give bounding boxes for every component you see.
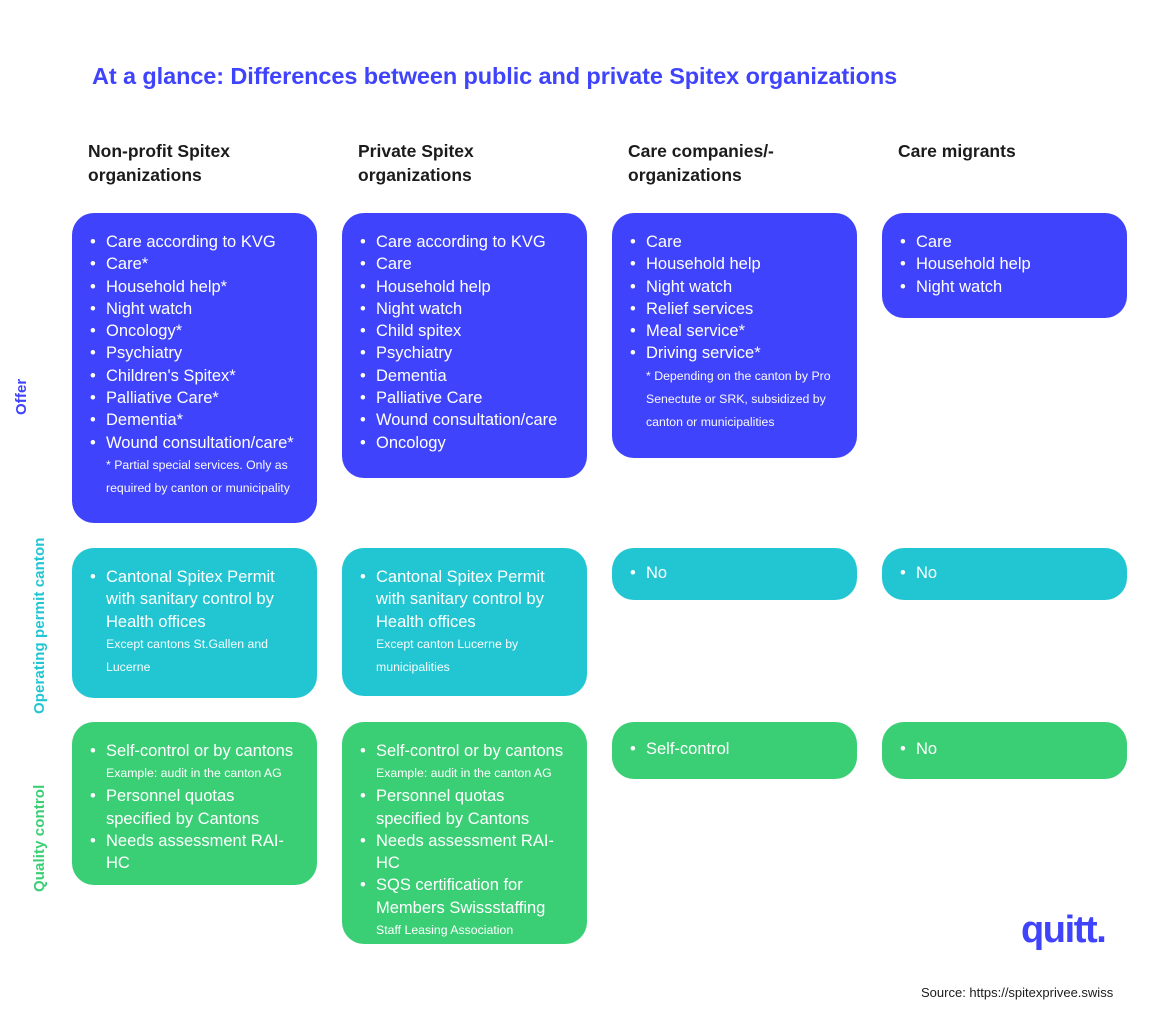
list-item: Self-control (630, 738, 839, 761)
list-item: Needs assessment RAI-HC (360, 830, 569, 875)
list-item: Household help (900, 253, 1109, 276)
list-item: Relief services (630, 298, 839, 321)
card-list: Cantonal Spitex Permit with sanitary con… (360, 566, 569, 633)
card-list: No (900, 562, 1109, 585)
card-list: No (900, 738, 1109, 761)
list-item: No (900, 562, 1109, 585)
card-care-migrants-row-2: No (882, 722, 1127, 779)
column-header-nonprofit-spitex: Non-profit Spitex organizations (88, 141, 230, 185)
card-list: Self-control (630, 738, 839, 761)
list-item: Care according to KVG (90, 231, 299, 254)
card-private-spitex-row-0: Care according to KVGCareHousehold helpN… (342, 213, 587, 478)
card-list: Care according to KVGCare*Household help… (90, 231, 299, 454)
row-label-quality-control: Quality control (31, 784, 48, 892)
list-item: Palliative Care (360, 387, 569, 410)
list-item: Night watch (90, 298, 299, 321)
quitt-logo: quitt. (1021, 909, 1107, 951)
card-list: No (630, 562, 839, 585)
list-item: Night watch (900, 276, 1109, 299)
card-list: CareHousehold helpNight watch (900, 231, 1109, 298)
list-item-note: Example: audit in the canton AG (106, 766, 282, 781)
list-item: Wound consultation/care* (90, 432, 299, 455)
card-care-companies-row-0: CareHousehold helpNight watchRelief serv… (612, 213, 857, 458)
list-item: Cantonal Spitex Permit with sanitary con… (90, 566, 299, 633)
list-item: Night watch (630, 276, 839, 299)
list-item: Oncology* (90, 320, 299, 343)
list-item: SQS certification for Members Swissstaff… (360, 874, 569, 942)
card-nonprofit-spitex-row-1: Cantonal Spitex Permit with sanitary con… (72, 548, 317, 698)
list-item: Care according to KVG (360, 231, 569, 254)
list-item: Psychiatry (360, 342, 569, 365)
list-item: Palliative Care* (90, 387, 299, 410)
list-item: Driving service* (630, 342, 839, 365)
list-item: Care (360, 253, 569, 276)
list-item: Night watch (360, 298, 569, 321)
list-item: Dementia (360, 365, 569, 388)
list-item: Psychiatry (90, 342, 299, 365)
card-nonprofit-spitex-row-0: Care according to KVGCare*Household help… (72, 213, 317, 523)
card-footnote: Except canton Lucerne by municipalities (376, 636, 519, 674)
list-item: Meal service* (630, 320, 839, 343)
list-item: Household help* (90, 276, 299, 299)
column-header-private-spitex: Private Spitex organizations (358, 141, 474, 185)
list-item: Children's Spitex* (90, 365, 299, 388)
card-footnote: Except cantons St.Gallen and Lucerne (106, 636, 269, 674)
card-care-migrants-row-1: No (882, 548, 1127, 600)
card-care-companies-row-1: No (612, 548, 857, 600)
card-list: Cantonal Spitex Permit with sanitary con… (90, 566, 299, 633)
list-item: Household help (360, 276, 569, 299)
list-item: Care* (90, 253, 299, 276)
list-item-note: Example: audit in the canton AG (376, 766, 552, 781)
list-item: Oncology (360, 432, 569, 455)
list-item-note: Staff Leasing Association (376, 923, 514, 938)
list-item: No (900, 738, 1109, 761)
column-header-care-migrants: Care migrants (898, 141, 1016, 161)
list-item: Personnel quotas specified by Cantons (360, 785, 569, 830)
list-item: Child spitex (360, 320, 569, 343)
card-footnote: * Depending on the canton by Pro Senectu… (646, 368, 831, 429)
column-header-care-companies: Care companies/-organizations (628, 141, 774, 185)
list-item: Needs assessment RAI-HC (90, 830, 299, 875)
list-item: Dementia* (90, 409, 299, 432)
list-item: Cantonal Spitex Permit with sanitary con… (360, 566, 569, 633)
list-item: Care (900, 231, 1109, 254)
page-title: At a glance: Differences between public … (92, 63, 898, 89)
list-item: No (630, 562, 839, 585)
card-care-companies-row-2: Self-control (612, 722, 857, 779)
source-attribution: Source: https://spitexprivee.swiss (921, 985, 1114, 1000)
card-list: CareHousehold helpNight watchRelief serv… (630, 231, 839, 365)
list-item: Care (630, 231, 839, 254)
list-item: Wound consultation/care (360, 409, 569, 432)
card-care-migrants-row-0: CareHousehold helpNight watch (882, 213, 1127, 318)
list-item: Personnel quotas specified by Cantons (90, 785, 299, 830)
card-private-spitex-row-1: Cantonal Spitex Permit with sanitary con… (342, 548, 587, 696)
row-label-offer: Offer (13, 378, 30, 415)
row-label-operating-permit-canton: Operating permit canton (31, 537, 48, 714)
card-list: Care according to KVGCareHousehold helpN… (360, 231, 569, 454)
list-item: Household help (630, 253, 839, 276)
card-footnote: * Partial special services. Only as requ… (106, 457, 290, 495)
